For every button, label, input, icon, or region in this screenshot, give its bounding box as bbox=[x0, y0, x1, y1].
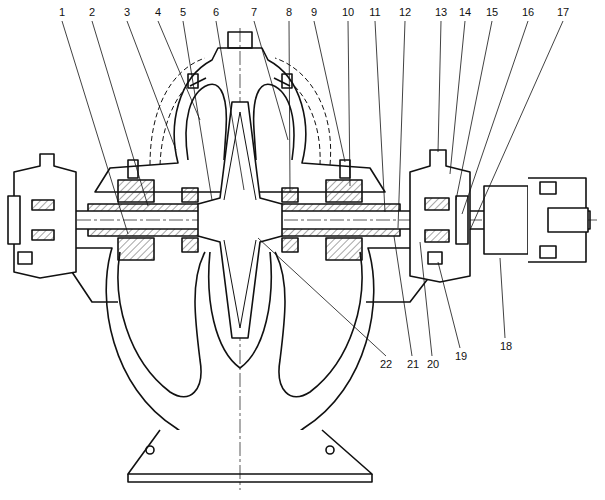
callout-number: 1 bbox=[58, 6, 66, 18]
coupling-half bbox=[484, 186, 528, 254]
callout-number: 17 bbox=[556, 6, 570, 18]
seal-ring bbox=[282, 238, 298, 252]
callout-number: 11 bbox=[368, 6, 381, 18]
upper-volute bbox=[254, 84, 294, 160]
anchor-bolt bbox=[326, 446, 334, 454]
seal-ring bbox=[182, 238, 198, 252]
callout-number: 16 bbox=[521, 6, 535, 18]
seal-ring bbox=[182, 188, 198, 202]
callout-number: 3 bbox=[123, 6, 131, 18]
gland-bolt bbox=[340, 160, 350, 178]
lower-volute bbox=[118, 252, 205, 397]
callout-number: 20 bbox=[426, 358, 440, 370]
callout-number: 15 bbox=[485, 6, 499, 18]
ball-bearing bbox=[32, 200, 54, 210]
callout-number: 19 bbox=[454, 350, 468, 362]
bearing-housing bbox=[14, 154, 76, 278]
ball-bearing bbox=[425, 230, 449, 242]
impeller bbox=[198, 102, 282, 338]
leader-lines bbox=[62, 21, 563, 356]
ball-bearing bbox=[32, 230, 54, 240]
packing bbox=[118, 238, 154, 260]
callout-number: 21 bbox=[406, 358, 420, 370]
impeller-vane bbox=[224, 112, 256, 328]
callout-number: 18 bbox=[499, 340, 513, 352]
callout-number: 4 bbox=[154, 6, 162, 18]
oil-plug bbox=[18, 252, 32, 264]
bearing-cover bbox=[8, 196, 20, 244]
callout-number: 12 bbox=[398, 6, 412, 18]
bearing-bracket bbox=[366, 276, 430, 302]
callout-number: 6 bbox=[212, 6, 220, 18]
callout-number: 22 bbox=[379, 358, 393, 370]
oil-plug bbox=[428, 252, 442, 264]
packing bbox=[326, 180, 362, 202]
callout-number: 7 bbox=[250, 6, 258, 18]
coupling-pin bbox=[540, 182, 556, 194]
callout-number: 10 bbox=[341, 6, 355, 18]
ball-bearing bbox=[425, 198, 449, 210]
lower-volute bbox=[275, 252, 362, 397]
bearing-housing bbox=[410, 150, 470, 282]
bearing-cover bbox=[456, 196, 468, 244]
callout-number: 8 bbox=[285, 6, 293, 18]
callout-number: 9 bbox=[310, 6, 318, 18]
bearing-bracket bbox=[72, 272, 118, 302]
motor-shaft bbox=[548, 208, 588, 232]
casing-bolt bbox=[282, 74, 292, 88]
pump-foot bbox=[128, 474, 372, 482]
upper-volute bbox=[186, 84, 226, 160]
anchor-bolt bbox=[146, 446, 154, 454]
pump-foot bbox=[128, 430, 372, 474]
callout-number: 2 bbox=[88, 6, 96, 18]
packing bbox=[118, 180, 154, 202]
callout-number: 14 bbox=[458, 6, 472, 18]
callout-number: 13 bbox=[434, 6, 448, 18]
packing bbox=[326, 238, 362, 260]
callout-number: 5 bbox=[179, 6, 187, 18]
coupling-pin bbox=[540, 246, 556, 258]
